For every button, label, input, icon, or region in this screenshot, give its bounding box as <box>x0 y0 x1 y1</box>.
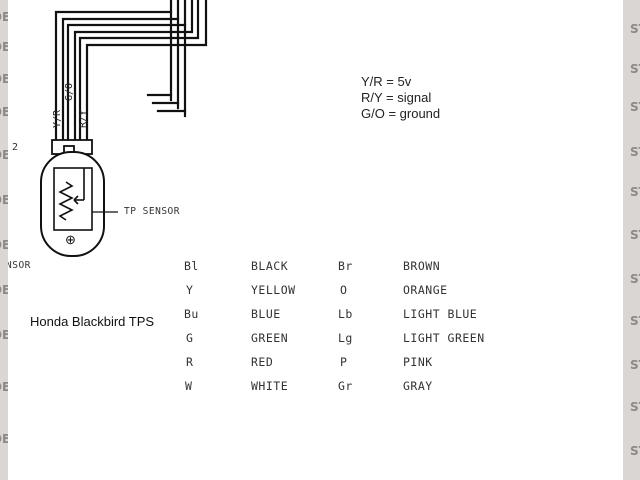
color-code: O <box>340 283 348 297</box>
color-code: P <box>340 355 348 369</box>
wire-mid <box>66 0 187 142</box>
color-code: Bu <box>184 307 199 321</box>
color-name: LIGHT BLUE <box>403 307 478 321</box>
color-code: G <box>186 331 194 345</box>
watermark-fragment-right: STO <box>630 272 640 286</box>
watermark-fragment-right: STO <box>630 314 640 328</box>
caption: Honda Blackbird TPS <box>30 314 155 329</box>
watermark-fragment-right: STO <box>630 185 640 199</box>
side-number: 2 <box>12 142 19 153</box>
watermark-fragment-right: STO <box>630 228 640 242</box>
watermark-fragment-right: STO <box>630 145 640 159</box>
color-name: RED <box>251 355 274 369</box>
color-code: Gr <box>338 379 353 393</box>
color-code: W <box>185 379 193 393</box>
color-code: Lb <box>338 307 353 321</box>
color-code: Bl <box>184 259 199 273</box>
watermark-fragment-right: STO <box>630 22 640 36</box>
watermark-fragment-right: STO <box>630 358 640 372</box>
note-yr: Y/R = 5v <box>361 74 412 89</box>
color-code: Lg <box>338 331 353 345</box>
watermark-fragment-right: STO <box>630 444 640 458</box>
color-name: WHITE <box>251 379 289 393</box>
color-code: Br <box>338 259 353 273</box>
wire-label-yr: Y/R <box>52 109 63 128</box>
color-name: PINK <box>403 355 433 369</box>
tp-sensor-label: TP SENSOR <box>124 206 180 217</box>
wire-label-go: G/O <box>64 82 75 101</box>
ground-symbol: ⊕ <box>65 232 76 247</box>
color-name: LIGHT GREEN <box>403 331 485 345</box>
wiring-diagram <box>40 0 208 257</box>
watermark-fragment-right: STO <box>630 400 640 414</box>
wire-outer-2 <box>61 0 180 142</box>
resistor-symbol <box>58 181 74 221</box>
color-name: BLUE <box>251 307 281 321</box>
color-name: YELLOW <box>251 283 296 297</box>
wire-mid-2 <box>73 0 194 142</box>
wire-inner <box>78 0 200 142</box>
wire-inner-2 <box>85 0 208 142</box>
color-code: R <box>186 355 194 369</box>
note-ry: R/Y = signal <box>361 90 432 105</box>
watermark-fragment-right: STO <box>630 100 640 114</box>
note-go: G/O = ground <box>361 106 441 121</box>
color-name: GRAY <box>403 379 433 393</box>
wire-outer <box>54 0 173 142</box>
color-name: BLACK <box>251 259 289 273</box>
color-name: BROWN <box>403 259 441 273</box>
color-name: GREEN <box>251 331 289 345</box>
watermark-fragment-right: STO <box>630 62 640 76</box>
color-name: ORANGE <box>403 283 448 297</box>
wire-label-ry: R/Y <box>78 109 89 128</box>
color-code: Y <box>186 283 194 297</box>
diagram-canvas: Y/R G/O R/Y ⊕ TP SENSOR 2 NSOR Y/R = 5v … <box>8 0 623 480</box>
partial-sensor-label: NSOR <box>8 260 31 271</box>
